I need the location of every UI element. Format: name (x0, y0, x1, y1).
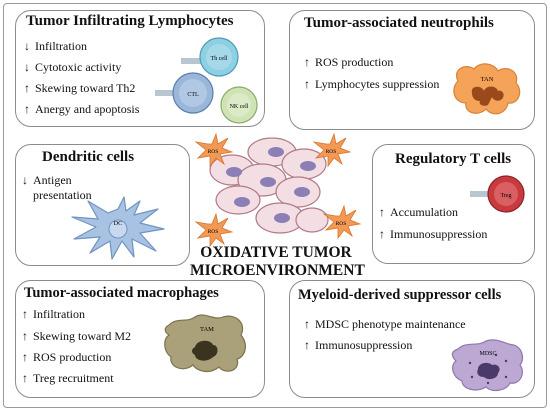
list-item: ↓Infiltration (24, 39, 87, 53)
treg-receptor-icon (470, 191, 492, 197)
svg-text:ROS: ROS (336, 221, 347, 227)
mdsc-illustration: MDSC (451, 339, 524, 392)
list-item: ↑Accumulation (379, 205, 458, 219)
macrophage-illustration: TAM (164, 314, 246, 373)
svg-text:ROS: ROS (326, 149, 337, 155)
lymphocyte-cells-illustration: Th cell NK cell CTL (155, 37, 258, 124)
dendritic-cell-illustration: DC (71, 196, 165, 260)
panel-title: Dendritic cells (42, 149, 135, 165)
up-arrow-icon: ↑ (22, 350, 28, 364)
list-item: ↑Treg recruitment (22, 371, 114, 385)
panel-tumor-associated-macrophages: Tumor-associated macrophages ↑Infiltrati… (15, 280, 265, 398)
panel-title: Tumor-associated macrophages (24, 285, 219, 301)
up-arrow-icon: ↑ (22, 371, 28, 385)
list-item: ↑Anergy and apoptosis (24, 102, 140, 116)
up-arrow-icon: ↑ (24, 81, 30, 95)
up-arrow-icon: ↑ (22, 329, 28, 343)
ros-burst-icon: ROS (194, 212, 234, 248)
svg-text:ROS: ROS (208, 229, 219, 235)
list-item: ↑Immunosuppression (379, 227, 488, 241)
down-arrow-icon: ↓ (24, 39, 30, 53)
list-item: ↓Antigen (22, 173, 72, 187)
list-item: ↑Immunosuppression (304, 338, 413, 352)
nk-cell-label: NK cell (230, 104, 249, 110)
up-arrow-icon: ↑ (24, 102, 30, 116)
panel-title: Regulatory T cells (395, 151, 512, 167)
tan-cell-label: TAN (481, 76, 494, 83)
list-item: ↓Cytotoxic activity (24, 60, 122, 74)
figure-frame (3, 3, 547, 408)
panel-title: Tumor Infiltrating Lymphocytes (26, 13, 234, 29)
center-title: OXIDATIVE TUMOR MICROENVIRONMENT (190, 244, 365, 279)
list-item: ↑Lymphocytes suppression (304, 77, 440, 91)
list-item: ↑ROS production (22, 350, 112, 364)
down-arrow-icon: ↓ (24, 60, 30, 74)
th-receptor-icon (181, 58, 203, 64)
treg-cell-illustration: Treg (470, 175, 525, 213)
list-item: ↑ROS production (304, 55, 394, 69)
tumor-nucleus-icon (226, 147, 316, 223)
list-item: ↑Skewing toward Th2 (24, 81, 136, 95)
list-item: ↑MDSC phenotype maintenance (304, 317, 466, 331)
list-item: ↑Infiltration (22, 307, 85, 321)
mdsc-nucleus-icon (477, 362, 500, 380)
panel-dendritic-cells: Dendritic cells ↓Antigen presentation DC (15, 144, 190, 266)
ctl-receptor-icon (155, 90, 177, 96)
list-item: presentation (33, 188, 92, 202)
th-cell-label: Th cell (211, 56, 228, 62)
up-arrow-icon: ↑ (304, 317, 310, 331)
mdsc-granules-icon (468, 353, 508, 385)
panel-regulatory-t-cells: Regulatory T cells ↑Accumulation ↑Immuno… (372, 144, 535, 264)
panel-myeloid-derived-suppressor-cells: Myeloid-derived suppressor cells ↑MDSC p… (289, 280, 535, 398)
up-arrow-icon: ↑ (22, 307, 28, 321)
treg-cell-label: Treg (500, 193, 511, 199)
down-arrow-icon: ↓ (22, 173, 28, 187)
tam-cell-label: TAM (200, 326, 214, 333)
tumor-cells-illustration: ROS ROS ROS ROS (194, 132, 362, 248)
dc-cell-label: DC (113, 220, 122, 227)
tan-nucleus-icon (471, 86, 504, 106)
up-arrow-icon: ↑ (304, 55, 310, 69)
svg-text:ROS: ROS (208, 149, 219, 155)
ctl-cell-label: CTL (187, 92, 199, 98)
panel-title: Myeloid-derived suppressor cells (298, 287, 502, 303)
up-arrow-icon: ↑ (379, 205, 385, 219)
ros-burst-icon: ROS (322, 204, 362, 240)
tam-nucleus-icon (192, 340, 218, 361)
mdsc-cell-label: MDSC (479, 351, 496, 357)
list-item: ↑Skewing toward M2 (22, 329, 131, 343)
neutrophil-illustration: TAN (453, 63, 521, 115)
panel-title: Tumor-associated neutrophils (304, 15, 494, 31)
panel-tumor-infiltrating-lymphocytes: Tumor Infiltrating Lymphocytes ↓Infiltra… (15, 10, 265, 127)
up-arrow-icon: ↑ (379, 227, 385, 241)
ros-burst-icon: ROS (312, 132, 352, 168)
up-arrow-icon: ↑ (304, 77, 310, 91)
ros-burst-icon: ROS (194, 132, 234, 168)
up-arrow-icon: ↑ (304, 338, 310, 352)
panel-tumor-associated-neutrophils: Tumor-associated neutrophils ↑ROS produc… (289, 10, 535, 130)
